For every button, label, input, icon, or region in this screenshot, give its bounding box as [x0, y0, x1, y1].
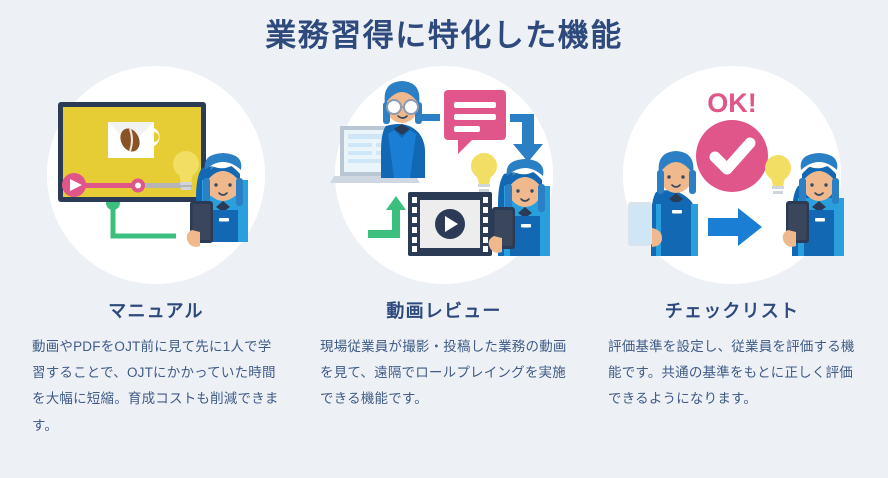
card-body-manual: 動画やPDFをOJT前に見て先に1人で学習することで、OJTにかかっていた時間を…	[32, 338, 279, 433]
video-review-illustration	[330, 81, 550, 257]
manual-illustration-wrap	[16, 64, 296, 286]
staff-man-with-smartphone	[628, 151, 698, 257]
card-title-manual: マニュアル	[108, 301, 204, 322]
staff-woman-with-smartphone	[488, 159, 550, 257]
lightbulb-icon	[173, 151, 199, 191]
ok-label: OK!	[707, 88, 757, 118]
glasses-icon	[386, 99, 419, 116]
checklist-illustration-wrap: OK!	[592, 64, 872, 286]
play-button[interactable]	[62, 173, 86, 198]
progress-bar[interactable]	[80, 178, 192, 193]
green-up-arrow	[368, 196, 406, 239]
card-title-checklist: チェックリスト	[664, 301, 800, 322]
speech-bubble	[444, 90, 506, 155]
staff-woman-with-smartphone	[782, 153, 844, 257]
film-sprockets	[412, 197, 488, 253]
feature-card-manual[interactable]: マニュアル 動画やPDFをOJT前に見て先に1人で学習することで、OJTにかかっ…	[16, 64, 296, 439]
video-review-illustration-wrap	[304, 64, 584, 286]
page-title: 業務習得に特化した機能	[265, 18, 623, 53]
blue-right-arrow	[708, 208, 762, 247]
staff-woman-with-smartphone	[186, 153, 248, 248]
pink-check-circle	[696, 120, 768, 193]
card-body-checklist: 評価基準を設定し、従業員を評価する機能です。共通の基準をもとに正しく評価できるよ…	[608, 338, 855, 407]
lightbulb-icon	[765, 155, 791, 195]
blue-dash-left	[422, 114, 440, 122]
blue-down-arrow	[510, 114, 543, 163]
reviewer-man-with-glasses	[381, 81, 426, 179]
video-manual-illustration	[58, 102, 248, 248]
feature-card-checklist[interactable]: OK!	[592, 64, 872, 412]
card-title-video-review: 動画レビュー	[386, 301, 502, 322]
feature-card-list: マニュアル 動画やPDFをOJT前に見て先に1人で学習することで、OJTにかかっ…	[0, 64, 888, 439]
checklist-illustration: OK!	[628, 88, 844, 257]
coffee-cup-thumbnail	[108, 122, 160, 159]
lightbulb-icon	[471, 153, 497, 193]
feature-card-video-review[interactable]: 動画レビュー 現場従業員が撮影・投稿した業務の動画を見て、遠隔でロールプレイング…	[304, 64, 584, 412]
film-strip-play[interactable]	[408, 192, 492, 257]
card-body-video-review: 現場従業員が撮影・投稿した業務の動画を見て、遠隔でロールプレイングを実施できる機…	[320, 338, 567, 407]
